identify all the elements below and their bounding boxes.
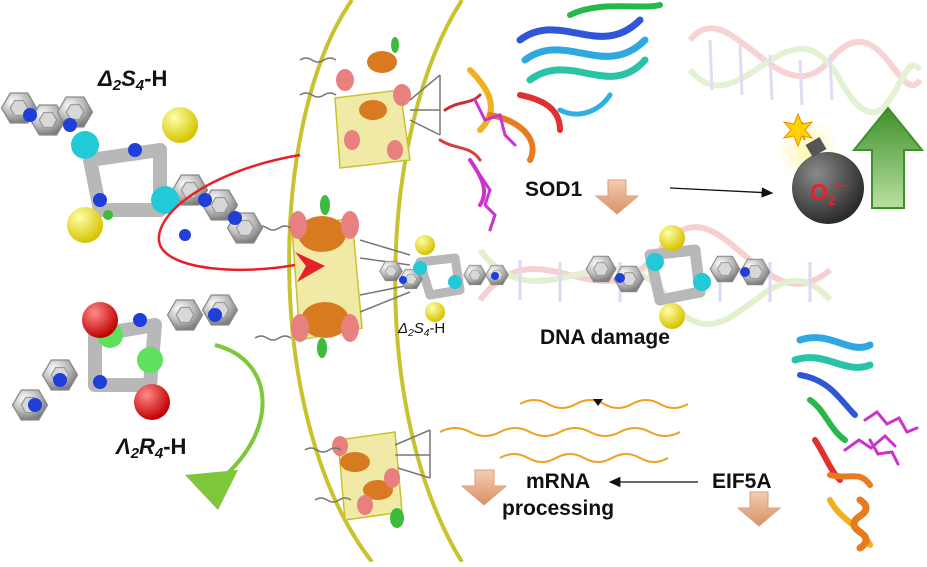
superoxide-bomb: [776, 112, 864, 224]
mrna-cleavage-marker: [593, 399, 603, 406]
eif5a-protein: [791, 334, 919, 552]
dna-helix-top: [687, 25, 923, 115]
eif5a-down-arrow: [736, 491, 782, 527]
bound-complex-label: Δ2S4-H: [398, 320, 446, 339]
dna-bound-complex-model: [585, 225, 771, 329]
selected-uptake-arrow: [157, 153, 325, 282]
complex-lambda-label: Λ2R4-H: [116, 434, 187, 463]
sod1-down-arrow: [594, 179, 640, 215]
sod1-protein: [438, 2, 663, 232]
membrane-channel-top: [299, 37, 441, 169]
sod1-to-superoxide-arrow: [669, 187, 774, 198]
superoxide-increase-arrow: [851, 106, 925, 209]
processing-label: processing: [502, 497, 615, 520]
complex-lambda-model[interactable]: [11, 294, 239, 421]
eif5a-label: EIF5A: [712, 470, 772, 493]
complex-delta-model[interactable]: [0, 92, 264, 244]
bound-complex-model: [379, 235, 509, 322]
membrane-channel-middle[interactable]: [254, 195, 411, 358]
sod1-label: SOD1: [525, 178, 583, 201]
superoxide-label: O2•−: [810, 178, 848, 208]
complex-delta-label: Δ2S4-H: [98, 66, 168, 95]
mrna-label: mRNA: [526, 470, 591, 493]
spark-icon: [782, 112, 814, 148]
rejected-complex-arrow: [185, 343, 265, 510]
membrane-channel-bottom: [304, 429, 431, 528]
mrna-down-arrow: [460, 469, 508, 506]
mrna-strands: [439, 399, 689, 463]
dna-damage-label: DNA damage: [540, 326, 670, 349]
